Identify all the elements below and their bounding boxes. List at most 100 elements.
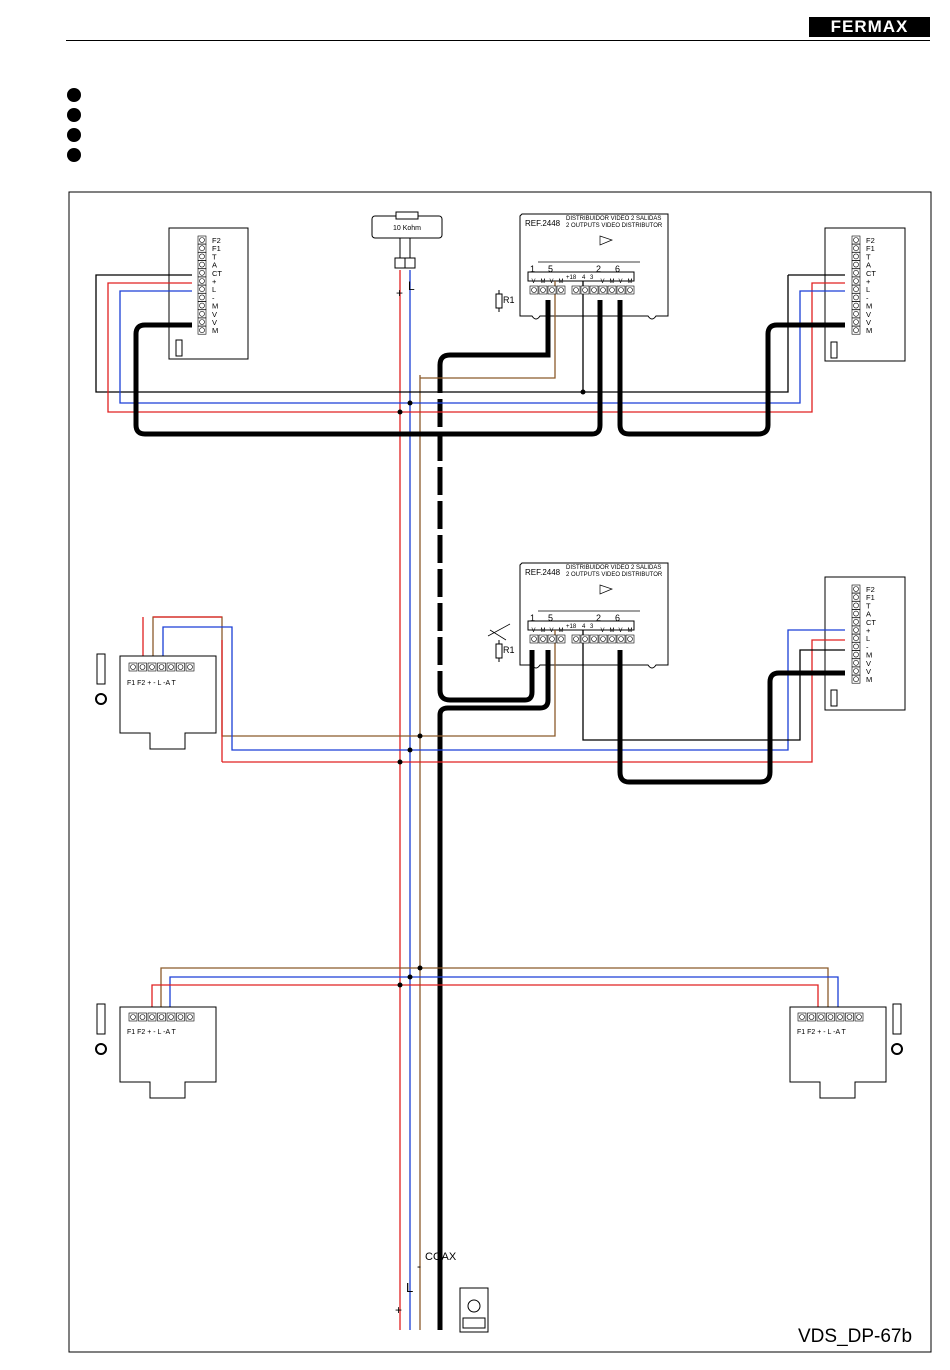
telephone-bottom-left-terminals: F1 F2 + - L -A T — [127, 1029, 177, 1036]
language-bullet-3 — [67, 128, 81, 142]
monitor-top-left-terminal-label: L — [212, 285, 216, 294]
r1-label-middle: R1 — [503, 645, 515, 655]
distributor-middle-vm-label: M — [610, 628, 615, 634]
wire-label-minus-bottom: - — [417, 1259, 421, 1273]
monitor-top-right-terminal-label: M — [866, 326, 872, 335]
monitor-middle-right-terminal-label: T — [866, 601, 871, 610]
distributor-mid-out-5: 5 — [548, 613, 553, 623]
monitor-top-left-terminal-label: A — [212, 261, 217, 270]
diagram-frame — [68, 191, 932, 1353]
distributor-top-name-en: 2 OUTPUTS VIDEO DISTRIBUTOR — [566, 223, 663, 229]
monitor-top-left-terminal-label: M — [212, 326, 218, 335]
distributor-top-vm-label: M — [541, 279, 546, 285]
monitor-top-right-terminal-label: V — [866, 318, 871, 327]
header-rule — [66, 40, 930, 41]
distributor-top-term-3: 3 — [590, 275, 594, 281]
telephone-middle-left-screws — [128, 662, 195, 672]
monitor-top-right — [824, 227, 906, 362]
monitor-top-right-terminal-label: F1 — [866, 244, 875, 253]
monitor-top-right-terminal-label: + — [866, 277, 871, 286]
monitor-middle-right-terminal-label: M — [866, 675, 872, 684]
distributor-top-vm-label: V — [619, 279, 623, 285]
distributor-top-vm-label: V — [532, 279, 536, 285]
telephone-bottom-right-terminals: F1 F2 + - L -A T — [797, 1029, 847, 1036]
middle-floor-wires — [142, 616, 845, 785]
telephone-bottom-right: F1 F2 + - L -A T — [789, 1003, 903, 1099]
telephone-bottom-left: F1 F2 + - L -A T — [95, 1003, 217, 1099]
distributor-mid-term-3: 3 — [590, 624, 594, 630]
distributor-mid-out-2: 2 — [596, 613, 601, 623]
resistor-label: 10 Kohm — [393, 225, 421, 232]
monitor-top-right-terminal-label: - — [866, 293, 869, 302]
telephone-middle-left: F1 F2 + - L -A T — [95, 653, 217, 750]
distributor-middle-vm-label: V — [532, 628, 536, 634]
r1-resistor-top: R1 — [495, 290, 515, 312]
distributor-mid-out-6: 6 — [615, 613, 620, 623]
wire-label-l-bottom: L — [406, 1280, 413, 1295]
monitor-top-right-terminal-label: M — [866, 302, 872, 311]
monitor-top-left-terminal-label: V — [212, 318, 217, 327]
monitor-middle-right — [824, 576, 906, 711]
monitor-top-left-terminal-label: M — [212, 302, 218, 311]
distributor-top-vm-label: M — [559, 279, 564, 285]
distributor-top-vm-label: V — [601, 279, 605, 285]
distributor-top-vm-label: M — [628, 279, 633, 285]
monitor-middle-right-terminal-label: L — [866, 634, 870, 643]
monitor-top-left-terminal-label: V — [212, 310, 217, 319]
door-panel — [459, 1287, 489, 1333]
monitor-top-right-terminal-label: F2 — [866, 236, 875, 245]
fermax-logo: FERMAX — [809, 17, 930, 37]
distributor-top-out-5: 5 — [548, 264, 553, 274]
distributor-mid-name-es: DISTRIBUIDOR VIDEO 2 SALIDAS — [566, 565, 661, 571]
distributor-mid-term-4: 4 — [582, 624, 586, 630]
distributor-middle-vm-label: V — [619, 628, 623, 634]
language-bullet-1 — [67, 88, 81, 102]
monitor-top-left-terminal-label: - — [212, 293, 215, 302]
distributor-middle-vm-label: M — [541, 628, 546, 634]
language-bullet-4 — [67, 148, 81, 162]
monitor-top-right-terminal-label: T — [866, 252, 871, 261]
monitor-top-right-terminal-label: L — [866, 285, 870, 294]
distributor-mid-out-1: 1 — [530, 613, 535, 623]
top-floor-wires — [95, 274, 845, 437]
monitor-middle-right-terminal-label: A — [866, 610, 871, 619]
distributor-top-ref: REF.2448 — [525, 219, 561, 228]
distributor-top-name-es: DISTRIBUIDOR VIDEO 2 SALIDAS — [566, 216, 661, 222]
junction-dots — [397, 389, 586, 988]
distributor-middle-vm-label: V — [550, 628, 554, 634]
bottom-floor-wires — [151, 967, 839, 1008]
wire-label-plus-bottom: + — [395, 1303, 402, 1317]
telephone-bottom-right-screws — [797, 1012, 864, 1022]
resistor-10kohm: 10 Kohm — [371, 211, 443, 269]
distributor-top-vm-label: V — [550, 279, 554, 285]
wire-label-plus-top: + — [396, 286, 403, 300]
distributor-top: REF.2448 DISTRIBUIDOR VIDEO 2 SALIDAS 2 … — [519, 213, 669, 320]
riser-wires — [399, 270, 551, 1330]
monitor-top-right-terminal-label: A — [866, 261, 871, 270]
distributor-mid-ref: REF.2448 — [525, 568, 561, 577]
distributor-middle: REF.2448 DISTRIBUIDOR VIDEO 2 SALIDAS 2 … — [519, 562, 669, 669]
monitor-middle-right-terminal-label: + — [866, 626, 871, 635]
distributor-mid-term-18: +18 — [566, 624, 577, 630]
distributor-top-term-4: 4 — [582, 275, 586, 281]
distributor-top-out-6: 6 — [615, 264, 620, 274]
monitor-top-right-terminal-label: V — [866, 310, 871, 319]
monitor-top-left-terminal-label: F2 — [212, 236, 221, 245]
monitor-middle-right-terminal-label: V — [866, 667, 871, 676]
wire-label-coax: COAX — [425, 1251, 457, 1263]
monitor-top-left-terminal-label: + — [212, 277, 217, 286]
distributor-top-vm-label: M — [610, 279, 615, 285]
monitor-top-right-terminal-label: CT — [866, 269, 876, 278]
telephone-bottom-left-screws — [128, 1012, 195, 1022]
monitor-middle-right-terminal-label: M — [866, 651, 872, 660]
language-bullet-2 — [67, 108, 81, 122]
monitor-top-left-terminal-label: F1 — [212, 244, 221, 253]
distributor-middle-vm-label: M — [559, 628, 564, 634]
wire-label-l-top: L — [408, 279, 415, 293]
distributor-top-out-2: 2 — [596, 264, 601, 274]
distributor-top-out-1: 1 — [530, 264, 535, 274]
